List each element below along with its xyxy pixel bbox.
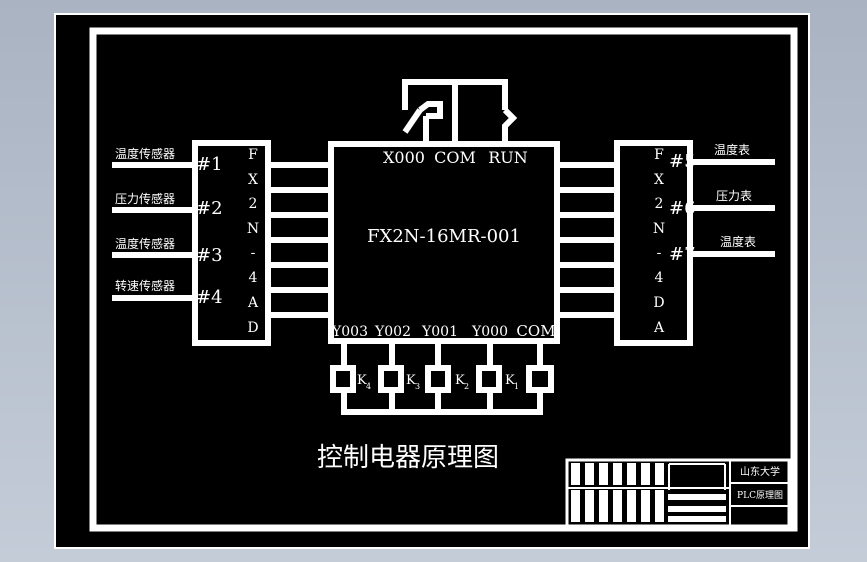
relay-subscript: 4 (366, 382, 371, 391)
terminal-y002: Y002 (374, 324, 411, 340)
relay-letter: K (455, 373, 465, 388)
ad-bus-lines (268, 162, 331, 318)
ad-label-char: F (248, 147, 258, 163)
school-name: 山东大学 (740, 465, 780, 478)
terminal-y001: Y001 (421, 324, 458, 340)
output-meter-label: 温度表 (714, 142, 750, 157)
top-switch-circuit (402, 79, 518, 144)
output-meter-label: 温度表 (720, 234, 756, 249)
input-sensor-label: 温度传感器 (115, 236, 175, 251)
diagram-title: 控制电器原理图 (317, 443, 499, 473)
da-label-char: 4 (655, 270, 664, 286)
terminal-x000: X000 (383, 148, 425, 167)
title-block: 山东大学 PLC原理图 (565, 458, 791, 528)
relay-labels: K 4 K 3 K 2 K 1 (357, 373, 519, 391)
input-channel-label: #1 (196, 154, 223, 175)
output-channel-label: #7 (669, 244, 696, 265)
input-channel-label: #2 (196, 198, 223, 219)
relay-com-box (526, 365, 554, 393)
relay-subscript: 1 (514, 382, 519, 391)
relay-circuit (330, 341, 554, 415)
da-label-char: X (654, 172, 664, 188)
ad-label-char: 4 (249, 270, 258, 286)
ad-label-char: A (247, 295, 259, 311)
input-sensor-label: 转速传感器 (115, 278, 175, 293)
ad-label-char: N (247, 221, 259, 237)
da-module-label: F X 2 N - 4 D A (653, 147, 665, 336)
relay-subscript: 3 (415, 382, 420, 391)
ad-label-char: - (251, 245, 256, 261)
da-label-char: D (653, 295, 664, 311)
terminal-y003: Y003 (331, 324, 368, 340)
terminal-com-top: COM (434, 148, 476, 167)
output-lines (690, 159, 775, 257)
input-sensor-label: 温度传感器 (115, 146, 175, 161)
sheet-inner-border (89, 27, 798, 532)
ad-label-char: D (247, 320, 258, 336)
relay-coil-k1 (476, 365, 502, 393)
relay-coil-k2 (425, 365, 451, 393)
relay-letter: K (357, 373, 367, 388)
drawing-name: PLC原理图 (737, 490, 783, 501)
relay-coil-k3 (378, 365, 404, 393)
da-label-char: N (653, 221, 665, 237)
da-label-char: - (657, 245, 662, 261)
relay-subscript: 2 (464, 382, 469, 391)
input-sensor-label: 压力传感器 (115, 191, 175, 206)
da-label-char: F (654, 147, 664, 163)
plc-model-label: FX2N-16MR-001 (367, 226, 521, 247)
input-lines (112, 162, 195, 301)
relay-coil-k4 (330, 365, 356, 393)
ad-label-char: 2 (249, 196, 258, 212)
da-bus-lines (557, 162, 617, 318)
output-channel-label: #5 (669, 151, 696, 172)
input-channel-label: #4 (196, 287, 223, 308)
ad-label-char: X (248, 172, 258, 188)
input-channel-label: #3 (196, 245, 223, 266)
terminal-run: RUN (488, 148, 528, 167)
terminal-com-bottom: COM (516, 322, 555, 340)
da-label-char: 2 (655, 196, 664, 212)
terminal-y000: Y000 (471, 324, 508, 340)
schematic-lines (112, 79, 775, 415)
relay-letter: K (505, 373, 515, 388)
relay-letter: K (406, 373, 416, 388)
output-meter-label: 压力表 (716, 189, 752, 203)
da-label-char: A (653, 320, 665, 336)
output-channel-label: #6 (669, 198, 696, 219)
ad-module-label: F X 2 N - 4 A D (247, 147, 259, 336)
